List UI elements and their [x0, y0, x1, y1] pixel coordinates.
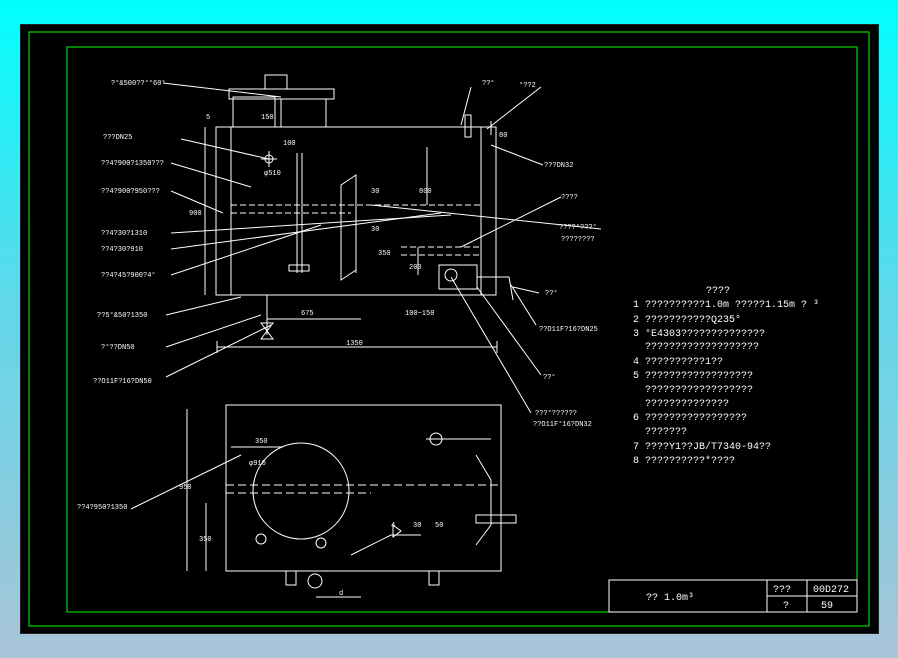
dim-30b: 30 [371, 226, 379, 234]
plan-dim-350b: 350 [199, 536, 212, 544]
outer-border [28, 31, 870, 627]
note-6-line-2: ??????? [645, 427, 687, 438]
tank-body [215, 126, 497, 296]
note-6-line-1: ????????????????? [645, 413, 747, 424]
note-5-num: 5 [633, 371, 639, 382]
plan-dim-350: 350 [255, 438, 268, 446]
dim-900: 900 [189, 210, 202, 218]
plan-dim-d: d [339, 590, 343, 598]
inner-border [66, 46, 858, 613]
note-2-num: 2 [633, 315, 639, 326]
callout-r3: ???? [561, 194, 578, 202]
callout-r9: ???°?????? [535, 409, 577, 418]
callout-plate-1350: ??4?900?1350??? [101, 160, 164, 168]
callout-r5: ???????? [561, 236, 595, 244]
callout-r8: ??° [543, 373, 556, 382]
title-block-sheet: 59 [821, 601, 833, 612]
note-7-line-1: ????Y1??JB/T7340-94?? [645, 441, 771, 453]
note-1-num: 1 [633, 300, 639, 311]
dim-1350: 1350 [346, 340, 363, 348]
plan-dim-950: 950 [179, 484, 192, 492]
note-8-num: 8 [633, 456, 639, 467]
callout-valve-dn25: ??O11F?16?DN25 [539, 326, 598, 334]
callout-r1: °??2 [519, 81, 536, 90]
note-5-line-3: ?????????????? [645, 399, 729, 410]
dim-80: 80 [499, 132, 507, 140]
notes-title: ???? [706, 286, 730, 297]
callout-base: ??5°&50?1350 [97, 311, 147, 320]
note-6-num: 6 [633, 413, 639, 424]
title-block: ?? 1.0m³ ??? 00D272 ? 59 [608, 579, 858, 613]
plan-view [130, 404, 517, 598]
note-8-line-1: ??????????*???? [645, 455, 735, 467]
note-7-num: 7 [633, 442, 639, 453]
note-4-line-1: ??????????1?? [645, 357, 723, 368]
callout-angle-1310: ??4?30?1310 [101, 230, 147, 238]
manhole-circle [252, 442, 350, 540]
dim-150: 150 [261, 114, 274, 122]
weld-50: 50 [435, 522, 443, 530]
note-4-num: 4 [633, 357, 639, 368]
dim-675: 675 [301, 310, 314, 318]
title-block-sheet-label: ? [783, 601, 789, 612]
weld-30: 30 [413, 522, 421, 530]
title-block-name: ?? 1.0m³ [646, 593, 694, 604]
cad-drawing: ?°&500??°°60° ???DN25 ??4?900?1350??? ??… [28, 31, 870, 627]
callout-pipe-dn25: ???DN25 [103, 134, 132, 142]
callout-pipe-dn32: ???DN32 [544, 162, 573, 170]
note-5-line-1: ?????????????????? [645, 371, 753, 382]
callout-plan-plate: ??4?950?1350 [77, 504, 127, 512]
note-1-line-1: ??????????1.0m ?????1.15m ? ³ [645, 300, 819, 311]
note-3-num: 3 [633, 329, 639, 340]
callout-r6: ??° [545, 289, 558, 298]
title-block-code: 00D272 [813, 585, 849, 596]
callout-baffle: ??4?45?900?4° [101, 271, 156, 280]
drawing-canvas: ?°&500??°°60° ???DN25 ??4?900?1350??? ??… [20, 24, 879, 634]
dim-5: 5 [206, 114, 210, 122]
dim-510: φ510 [264, 170, 281, 178]
note-5-line-2: ?????????????????? [645, 385, 753, 396]
dim-200: 200 [409, 264, 422, 272]
dim-30a: 30 [371, 188, 379, 196]
weld-4: 4 [391, 522, 395, 530]
technical-notes: ???? 1 ??????????1.0m ?????1.15m ? ³ 2 ?… [633, 286, 819, 467]
callout-drain-dn50: ?°??DN50 [101, 343, 135, 352]
callout-valve-dn32: ??O11F°16?DN32 [533, 420, 592, 429]
plan-dim-910: φ910 [249, 460, 266, 468]
note-2-line-1: ???????????Q235° [645, 314, 741, 326]
title-block-code-label: ??? [773, 585, 791, 596]
callout-r4: ????°???° [559, 223, 597, 232]
callouts: ?°&500??°°60° ???DN25 ??4?900?1350??? ??… [77, 79, 598, 512]
dim-800: 800 [419, 188, 432, 196]
callout-valve-dn50: ??O11F?16?DN50 [93, 378, 152, 386]
outlet-box [438, 264, 478, 290]
callout-plate-950: ??4?900?950??? [101, 188, 160, 196]
dim-100-150: 100~150 [405, 310, 434, 318]
plan-outline [225, 404, 502, 572]
dim-100: 100 [283, 140, 296, 148]
note-3-line-1: °E4303?????????????? [645, 328, 765, 340]
dim-350: 350 [378, 250, 391, 258]
callout-manhole: ?°&500??°°60° [111, 79, 166, 88]
callout-r0: ??° [482, 79, 495, 88]
callout-angle-910: ??4?30?910 [101, 246, 143, 254]
elevation-view [162, 74, 602, 414]
dimensions: 150 100 φ510 900 800 30 30 350 200 100~1… [179, 114, 507, 598]
note-3-line-2: ??????????????????? [645, 342, 759, 353]
